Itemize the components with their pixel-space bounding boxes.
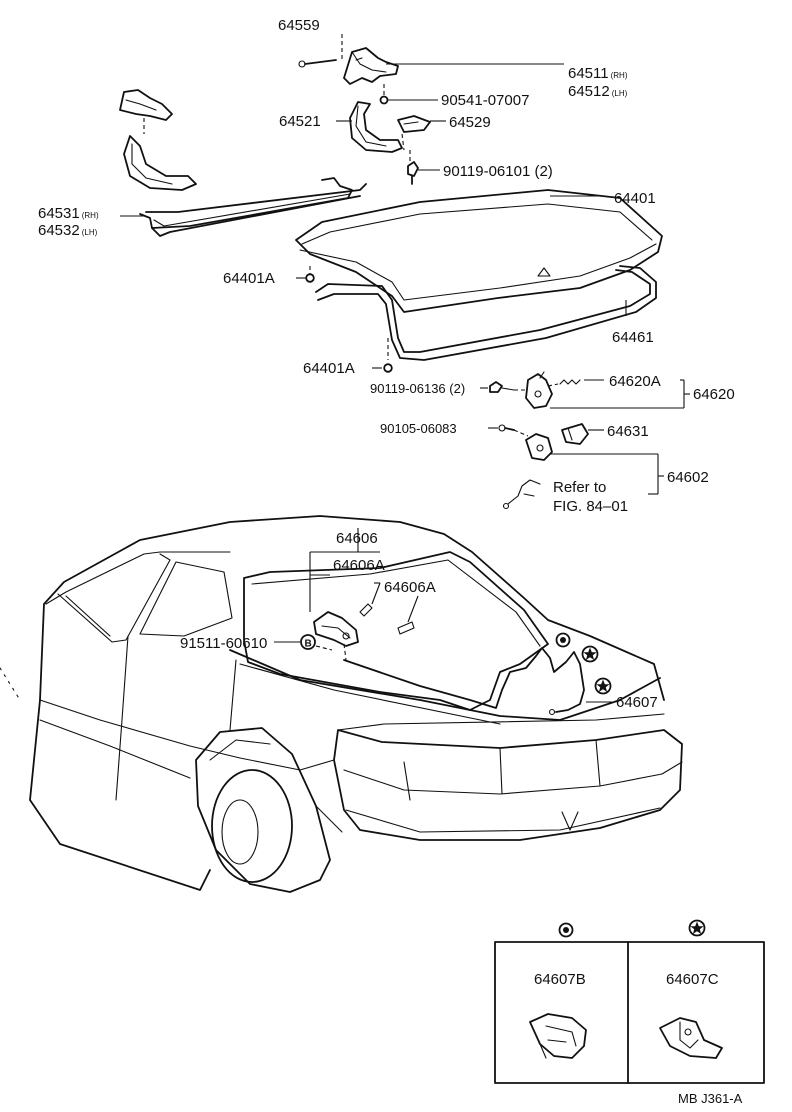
label-64607: 64607 — [616, 694, 658, 711]
label-64531: 64531(RH) — [38, 205, 99, 222]
label-64620: 64620 — [693, 386, 735, 403]
circle-dot-icon — [558, 922, 574, 938]
label-64602: 64602 — [667, 469, 709, 486]
cylinder-64602 — [525, 433, 553, 461]
hinge-left — [119, 89, 197, 191]
release-cable-64607 — [343, 647, 585, 716]
label-64532: 64532(LH) — [38, 222, 98, 239]
label-64461: 64461 — [612, 329, 654, 346]
lock-64620 — [525, 371, 553, 409]
bolt-b-icon — [300, 634, 316, 650]
label-64521: 64521 — [279, 113, 321, 130]
bolt-90119-06101 — [407, 161, 419, 185]
wire-refer — [502, 479, 541, 510]
label-refer-line2: FIG. 84–01 — [553, 498, 628, 515]
label-64511: 64511(RH) — [568, 65, 628, 82]
trunk-lid-64401 — [295, 189, 663, 313]
clip-64607B — [529, 1013, 587, 1059]
inset-panel — [494, 941, 765, 1084]
weatherstrip-64461 — [315, 265, 657, 361]
bolt-90105-06083 — [498, 424, 515, 432]
nut-90541 — [379, 95, 389, 105]
label-64512: 64512(LH) — [568, 83, 628, 100]
label-90541: 90541-07007 — [441, 92, 529, 109]
label-64607C: 64607C — [666, 971, 719, 988]
torsion-bar-64531-64532 — [139, 177, 367, 237]
star-icon — [688, 919, 706, 937]
bumper-64606A-top — [359, 603, 373, 617]
star-icon — [581, 645, 599, 663]
label-64529: 64529 — [449, 114, 491, 131]
label-64559: 64559 — [278, 17, 320, 34]
label-clip-b: B — [305, 639, 312, 650]
label-90119-06101: 90119-06101 (2) — [443, 163, 553, 180]
label-64401A-bottom: 64401A — [303, 360, 355, 377]
label-64607B: 64607B — [534, 971, 586, 988]
cover-64631 — [561, 423, 589, 445]
label-64606A-right: 64606A — [384, 579, 436, 596]
star-icon — [594, 677, 612, 695]
latch-64606 — [313, 611, 359, 647]
label-90105: 90105-06083 — [380, 421, 457, 436]
label-64401A-top: 64401A — [223, 270, 275, 287]
label-91511: 91511-60610 — [180, 635, 267, 652]
cushion-64401A-bottom — [383, 363, 393, 373]
car-body — [0, 515, 683, 893]
bolt-64559 — [298, 59, 337, 68]
footer-code: MB J361-A — [678, 1091, 743, 1106]
label-90119-06136: 90119-06136 (2) — [370, 381, 465, 396]
clip-64607C — [659, 1017, 723, 1059]
hinge-64511 — [343, 47, 399, 85]
bracket-64529 — [397, 115, 431, 133]
label-64606: 64606 — [336, 530, 378, 547]
spring-64620A — [559, 379, 581, 385]
bolt-90119-06136 — [489, 381, 515, 393]
cushion-64401A-top — [305, 273, 315, 283]
label-64401: 64401 — [614, 190, 656, 207]
circle-dot-icon — [555, 632, 571, 648]
label-refer-line1: Refer to — [553, 479, 606, 496]
label-64620A: 64620A — [609, 373, 661, 390]
hinge-arm-64521 — [349, 101, 403, 153]
bumper-64606A-right — [397, 621, 415, 635]
label-64631: 64631 — [607, 423, 649, 440]
label-64606A-top: 64606A — [333, 557, 385, 574]
